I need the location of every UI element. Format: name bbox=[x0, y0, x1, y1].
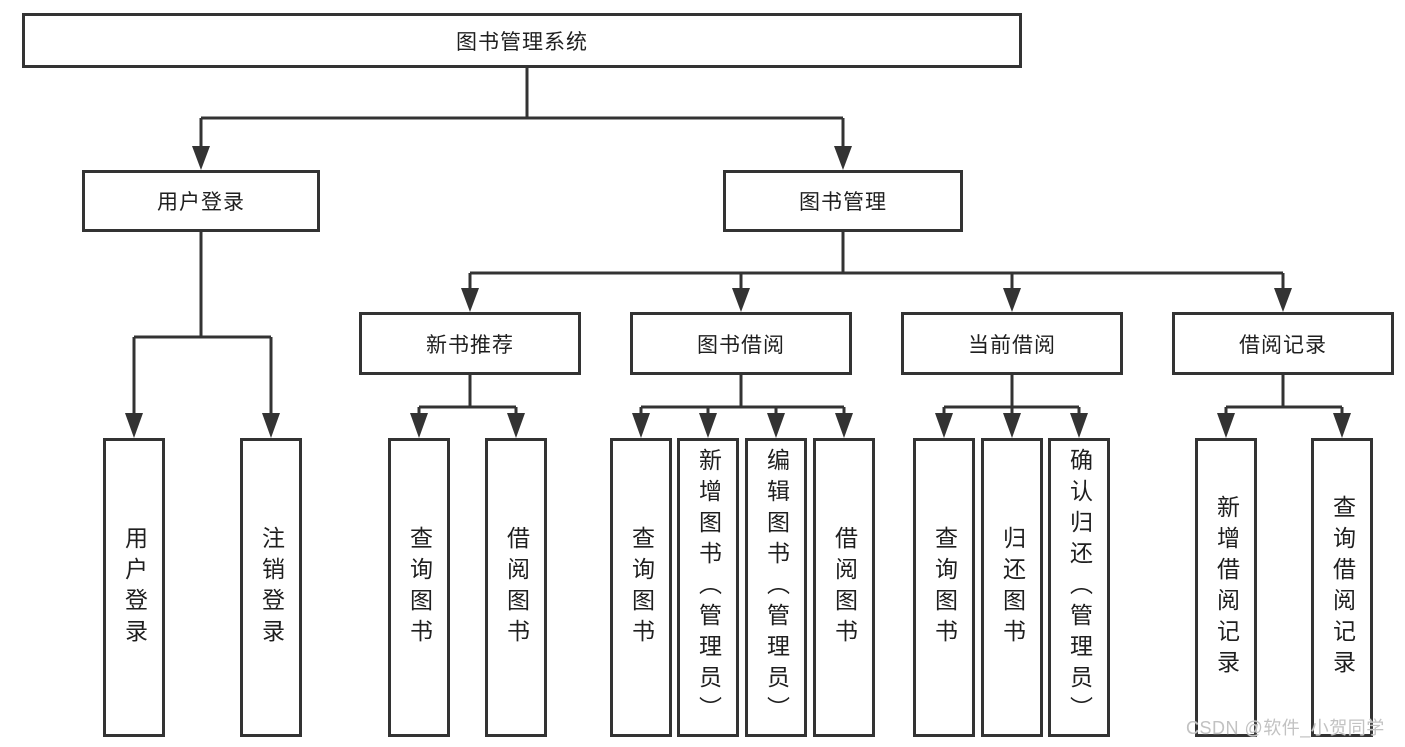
connector-borrow-records-to-leaves bbox=[1217, 375, 1351, 438]
leaf-edit-books-admin: 编辑图书（管理员） bbox=[745, 438, 807, 737]
connector-user-login-to-leaves bbox=[125, 232, 280, 438]
leaf-user-login: 用户登录 bbox=[103, 438, 165, 737]
connector-root-to-level2 bbox=[192, 68, 852, 170]
node-book-borrow: 图书借阅 bbox=[630, 312, 852, 375]
connector-book-management-to-level3 bbox=[461, 232, 1292, 312]
leaf-borrow-books-2: 借阅图书 bbox=[813, 438, 875, 737]
leaf-confirm-return-admin: 确认归还（管理员） bbox=[1048, 438, 1110, 737]
leaf-query-books-1: 查询图书 bbox=[388, 438, 450, 737]
leaf-borrow-books-1: 借阅图书 bbox=[485, 438, 547, 737]
leaf-add-books-admin: 新增图书（管理员） bbox=[677, 438, 739, 737]
leaf-add-borrow-record: 新增借阅记录 bbox=[1195, 438, 1257, 737]
leaf-logout: 注销登录 bbox=[240, 438, 302, 737]
leaf-return-books: 归还图书 bbox=[981, 438, 1043, 737]
node-new-book-recommend: 新书推荐 bbox=[359, 312, 581, 375]
leaf-query-books-3: 查询图书 bbox=[913, 438, 975, 737]
node-user-login: 用户登录 bbox=[82, 170, 320, 232]
node-book-management: 图书管理 bbox=[723, 170, 963, 232]
connector-new-book-recommend-to-leaves bbox=[410, 375, 525, 438]
node-root: 图书管理系统 bbox=[22, 13, 1022, 68]
watermark: CSDN @软件_小贺同学 bbox=[1186, 718, 1385, 738]
connector-current-borrow-to-leaves bbox=[935, 375, 1088, 438]
connector-book-borrow-to-leaves bbox=[632, 375, 853, 438]
leaf-query-borrow-record: 查询借阅记录 bbox=[1311, 438, 1373, 737]
leaf-query-books-2: 查询图书 bbox=[610, 438, 672, 737]
node-current-borrow: 当前借阅 bbox=[901, 312, 1123, 375]
node-borrow-records: 借阅记录 bbox=[1172, 312, 1394, 375]
